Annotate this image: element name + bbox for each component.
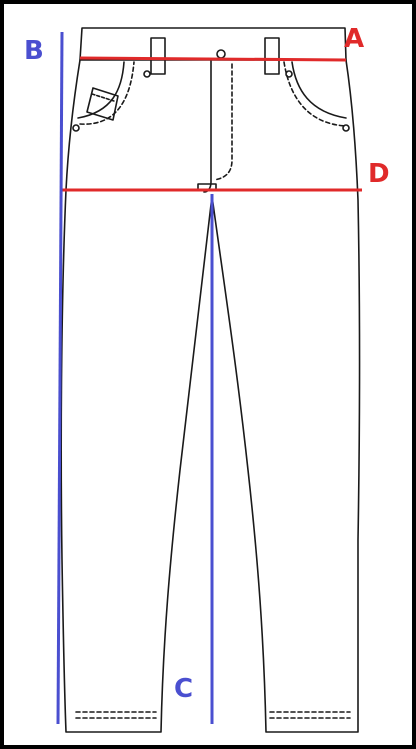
fly-line [203, 59, 212, 193]
rivet-right-top [285, 70, 293, 78]
label-d: D [368, 159, 390, 189]
left-pocket-stitch [79, 61, 135, 125]
label-c: C [174, 674, 194, 704]
waistband [79, 27, 347, 61]
rivet-left-top [143, 70, 151, 78]
label-a: A [344, 24, 365, 54]
coin-pocket [86, 87, 119, 121]
left-pocket-opening [77, 61, 125, 119]
belt-loop-right [264, 37, 280, 75]
measure-line-a [79, 56, 347, 62]
rivet-left-bottom [72, 124, 80, 132]
rivet-right-bottom [342, 124, 350, 132]
label-b: B [24, 36, 44, 66]
pants-outline-icon [60, 27, 361, 733]
coin-pocket-stitch [91, 93, 115, 102]
belt-loop-left [150, 37, 166, 75]
measure-line-b [56, 31, 64, 725]
right-pocket-opening [291, 61, 347, 119]
waist-button [216, 49, 226, 59]
fly-stitch [213, 63, 233, 181]
